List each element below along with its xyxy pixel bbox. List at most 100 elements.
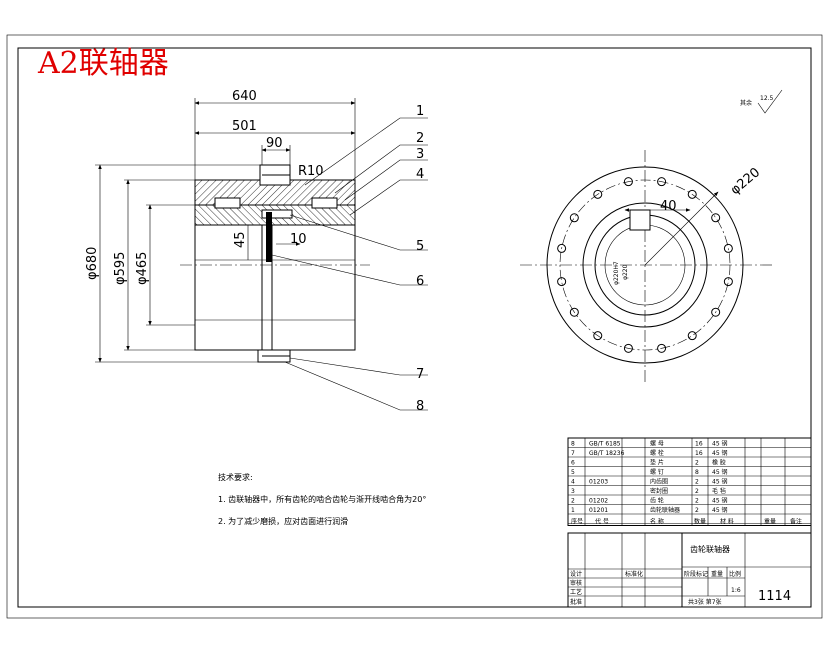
callout-3: 3	[416, 147, 424, 162]
bolt-hole	[657, 177, 667, 187]
bom-cell-mat: 45 钢	[712, 506, 728, 514]
title-block	[567, 532, 812, 608]
approve-label: 批准	[570, 598, 582, 606]
standard-label: 标准化	[625, 570, 643, 578]
bom-header-name: 名 称	[650, 518, 664, 526]
sheet-count: 共3张 第7张	[688, 598, 722, 606]
callout-7: 7	[416, 367, 424, 382]
bom-cell-code: GB/T 18236	[589, 450, 625, 457]
bom-cell-mat: 45 钢	[712, 440, 728, 448]
bom-cell-no: 5	[571, 469, 575, 476]
page-title: A2联轴器	[37, 46, 169, 81]
bolt-hole	[557, 277, 567, 287]
section-view	[180, 164, 370, 363]
dim-phi220: φ220	[728, 165, 763, 198]
bom-cell-mat: 橡 胶	[712, 459, 726, 467]
roughness-icon	[757, 89, 783, 114]
bolt-hole	[593, 331, 603, 341]
callout-5: 5	[416, 239, 424, 254]
inner-border	[17, 47, 812, 608]
bom-cell-name: 垫 片	[650, 459, 664, 467]
callout-1: 1	[416, 104, 424, 119]
bom-cell-qty: 2	[695, 488, 699, 495]
bom-cell-mat: 45 钢	[712, 449, 728, 457]
dim-40: 40	[660, 199, 677, 214]
bom-cell-qty: 16	[695, 441, 703, 448]
bom-cell-qty: 16	[695, 450, 703, 457]
callout-leaders	[271, 117, 428, 411]
weight-label: 重量	[711, 570, 723, 578]
bom-cell-mat: 45 钢	[712, 478, 728, 486]
bom-cell-code: 01203	[589, 479, 608, 486]
bolt-hole	[723, 277, 733, 287]
bom-table: 8 GB/T 6185 螺 母 16 45 钢 7 GB/T 18236 螺 栓 16 45 钢 6…	[567, 437, 812, 526]
bolt-hole	[623, 177, 633, 187]
dim-keyway: φ220	[622, 264, 629, 280]
bom-cell-name: 齿轮联轴器	[650, 506, 680, 514]
bom-cell-no: 4	[571, 479, 575, 486]
dim-10: 10	[290, 232, 307, 247]
dim-phi680: φ680	[85, 247, 100, 280]
bom-header-mat: 材 料	[720, 518, 734, 526]
dim-r10: R10	[298, 164, 324, 179]
bolt-hole	[723, 243, 733, 253]
bom-header-code: 代 号	[595, 518, 609, 526]
scale-value: 1:6	[731, 587, 741, 594]
bolt-hole	[569, 213, 579, 223]
bom-cell-qty: 2	[695, 507, 699, 514]
bolt-hole	[623, 343, 633, 353]
bom-cell-qty: 2	[695, 479, 699, 486]
dim-90: 90	[266, 136, 283, 151]
craft-label: 工艺	[570, 588, 582, 596]
bolt-hole	[569, 307, 579, 317]
bom-cell-name: 螺 栓	[650, 449, 664, 457]
dim-501: 501	[232, 119, 257, 134]
dim-bore: φ220H7	[613, 261, 620, 285]
check-label: 审核	[570, 579, 582, 587]
bolt-hole	[687, 331, 697, 341]
bolt-hole	[593, 189, 603, 199]
notes-heading: 技术要求:	[218, 472, 253, 482]
scale-label: 比例	[729, 570, 741, 578]
bom-header-no: 序号	[571, 518, 583, 526]
drawing-number: 1114	[758, 589, 791, 604]
bom-cell-name: 内齿圈	[650, 478, 668, 486]
dimension-lines	[95, 98, 356, 363]
bom-cell-mat: 毛 毡	[712, 487, 726, 495]
callout-8: 8	[416, 399, 424, 414]
callout-6: 6	[416, 274, 424, 289]
outer-border	[6, 34, 823, 619]
bolt-hole	[711, 307, 721, 317]
dim-phi595: φ595	[113, 252, 128, 285]
end-view	[520, 150, 775, 385]
bom-cell-qty: 8	[695, 469, 699, 476]
bom-cell-code: GB/T 6185	[589, 441, 621, 448]
bolt-hole	[711, 213, 721, 223]
callout-2: 2	[416, 131, 424, 146]
bom-cell-no: 7	[571, 450, 575, 457]
roughness-label: 其余	[740, 99, 752, 107]
bom-cell-mat: 45 钢	[712, 468, 728, 476]
bom-cell-name: 齿 轮	[650, 497, 664, 505]
notes-line2: 2. 为了减少磨损，应对齿面进行润滑	[218, 516, 348, 526]
dim-45: 45	[233, 231, 248, 248]
part-name: 齿轮联轴器	[690, 544, 730, 554]
dim-phi465: φ465	[135, 252, 150, 285]
bolt-hole	[687, 189, 697, 199]
bom-cell-code: 01202	[589, 498, 608, 505]
bolt-hole	[657, 343, 667, 353]
bom-cell-name: 螺 母	[650, 440, 664, 448]
bom-cell-name: 螺 钉	[650, 468, 664, 476]
bom-cell-qty: 2	[695, 460, 699, 467]
callout-4: 4	[416, 167, 424, 182]
dim-640: 640	[232, 89, 257, 104]
bom-cell-no: 3	[571, 488, 575, 495]
bom-cell-no: 2	[571, 498, 575, 505]
bom-cell-no: 1	[571, 507, 575, 514]
bom-cell-no: 6	[571, 460, 575, 467]
notes-line1: 1. 齿联轴器中，所有齿轮的啮合齿轮与渐开线啮合角为20°	[218, 494, 426, 504]
bom-cell-mat: 45 钢	[712, 497, 728, 505]
roughness-value: 12.5	[760, 95, 774, 102]
bom-cell-no: 8	[571, 441, 575, 448]
